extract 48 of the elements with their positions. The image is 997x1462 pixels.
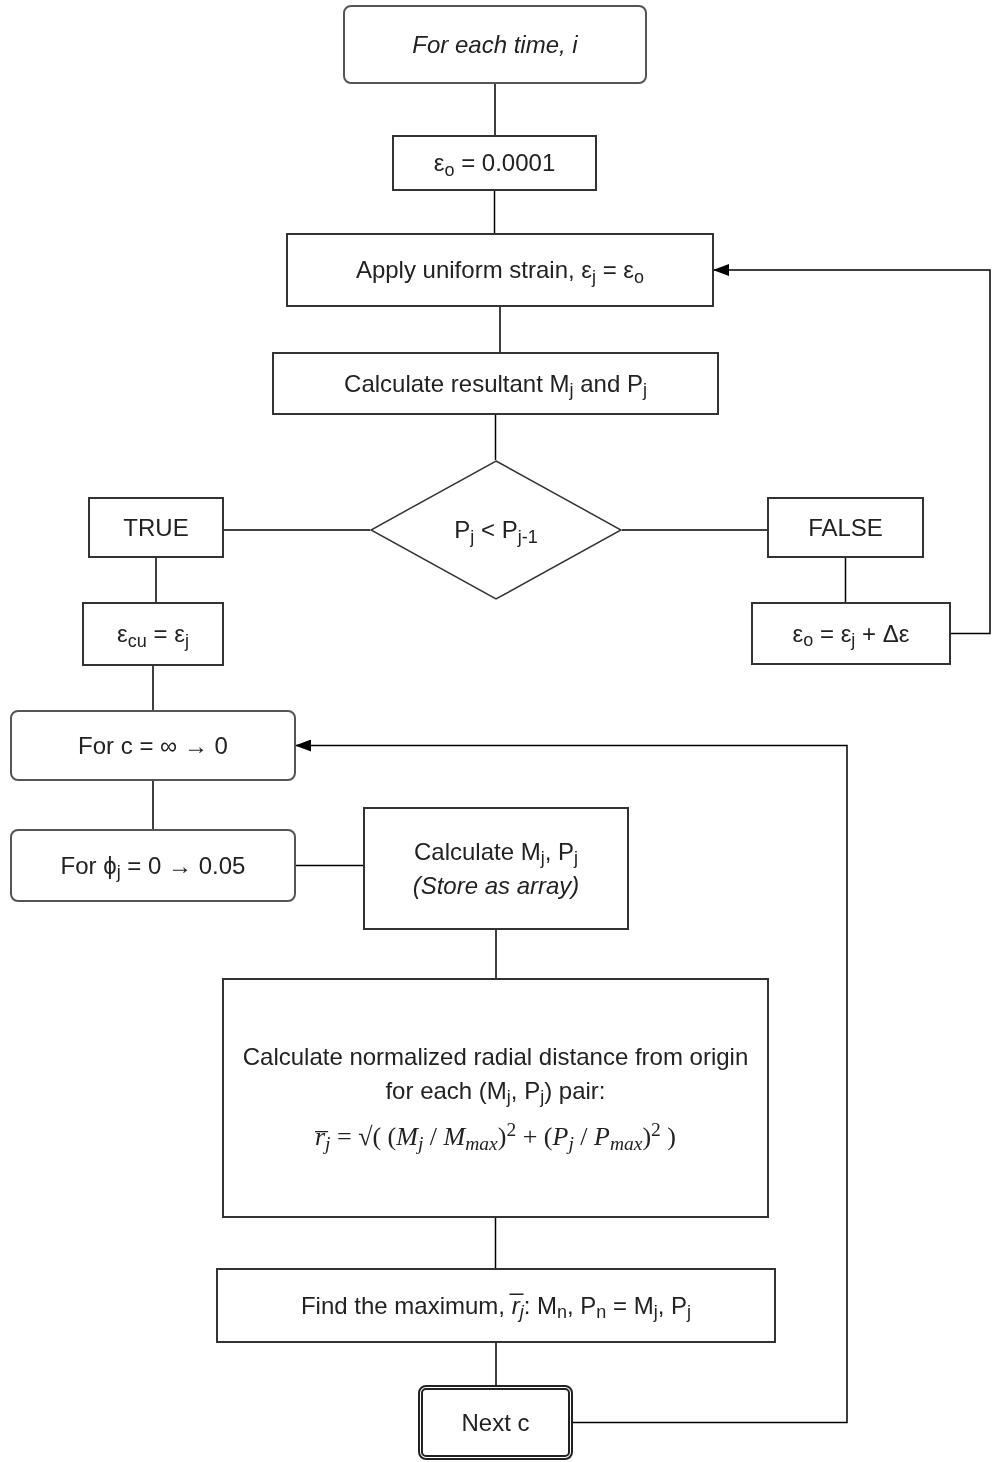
process-box [82,602,224,666]
connector [295,739,848,1424]
connector [223,529,371,531]
connector [494,414,497,461]
box-text: TRUE [123,512,189,543]
box-text: P$_{j}$ < P$_{j-1}$ [454,515,538,547]
process-box [363,807,629,930]
connector [152,780,154,830]
process-box [767,497,924,558]
connector [499,306,501,353]
box-text: For c = ∞ → 0 [78,730,228,761]
process-box [216,1268,776,1343]
connector [495,1342,497,1386]
connector [152,665,154,711]
process-box [751,602,951,665]
connector [493,190,496,234]
box-text: r̅$_{j}$ = √( (M$_{j}$ / M$_{max}$)$^{2}$ + (P$_{j}$ / P$_{max}$)$^{2}$ ) [314,1119,677,1156]
connector [155,557,157,603]
connector [495,929,497,979]
box-text: Calculate M$_{j}$, P$_{j}$ [413,836,579,869]
connector [494,1217,497,1269]
end-box [418,1385,573,1460]
process-box [286,233,714,307]
process-box [222,978,769,1218]
box-text: For ϕ$_{j}$ = 0 → 0.05 [60,850,246,883]
start-box [343,5,647,84]
box-text: ε$_{cu}$ = ε$_{j}$ [117,619,189,651]
box-text: Next c [461,1407,530,1438]
process-box [272,352,719,415]
box-text: For each time, i [412,29,578,60]
connector [621,529,768,531]
box-text: Find the maximum, r̅$_{j}$: M$_{n}$, P$_{n}$ = M$_{j}$, P$_{j}$ [300,1290,692,1323]
box-text: ε$_{o}$ = ε$_{j}$ + Δε [792,618,910,651]
box-text: ε$_{o}$ = 0.0001 [433,148,556,180]
box-text: Calculate normalized radial distance from origin for each (M$_{j}$, P$_{j}$) pair: [241,1042,750,1108]
connector [713,264,991,635]
box-text: Calculate resultant M$_{j}$ and P$_{j}$ [344,368,647,401]
connector [295,864,364,867]
box-text: Apply uniform strain, ε$_{j}$ = ε$_{o}$ [355,255,645,287]
process-box [392,135,597,191]
loop-box [10,829,296,902]
connector [494,83,496,136]
loop-box [10,710,296,781]
connector [844,557,847,603]
box-text: FALSE [808,512,883,543]
process-box [88,497,224,558]
decision-diamond [370,460,622,600]
box-text: (Store as array) [412,870,580,901]
